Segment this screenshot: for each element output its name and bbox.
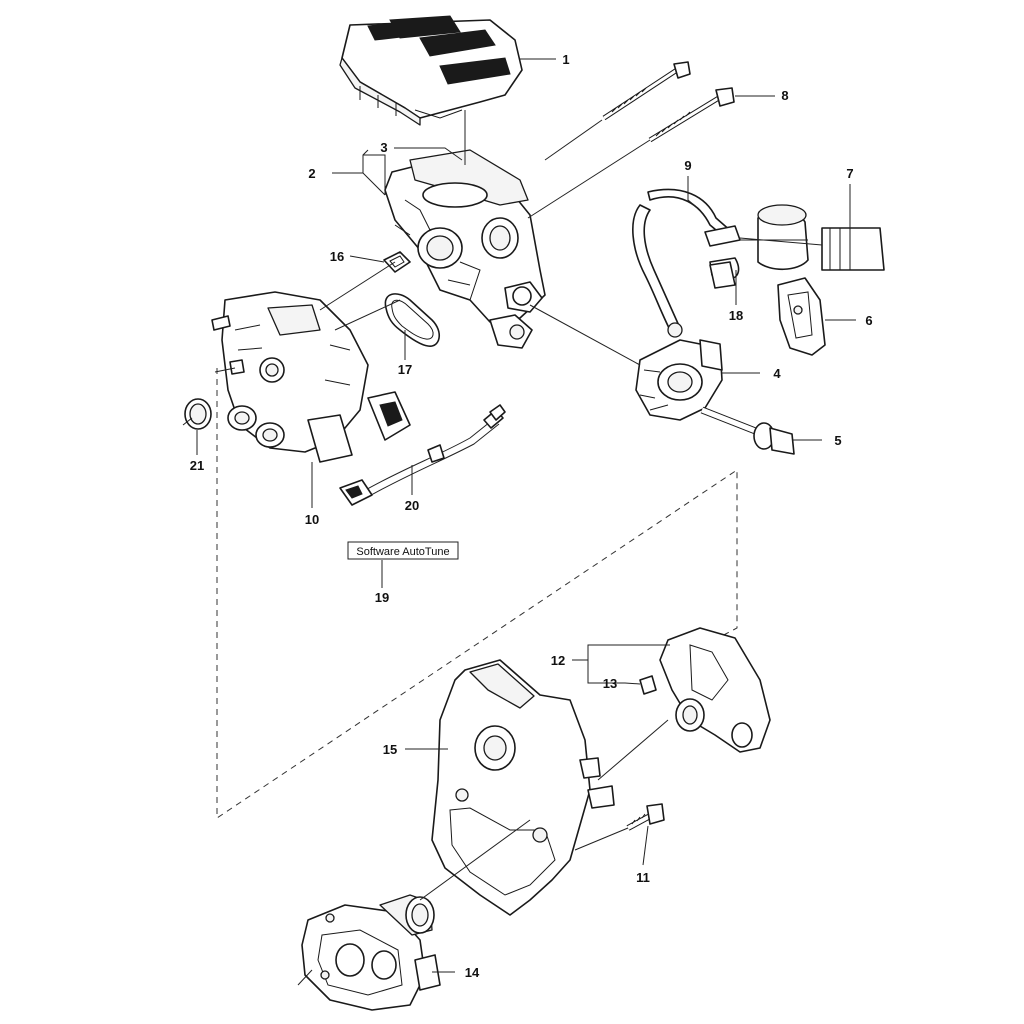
- part-number-labels: 1 2 3 4 5 6 7 8 9 10 11 12 13 14 15 16 1…: [190, 52, 873, 980]
- screw: [626, 803, 665, 831]
- mounting-bracket-assembly: [639, 627, 771, 753]
- part-number-9: 9: [684, 158, 691, 173]
- cover-plate: [431, 659, 615, 916]
- part-number-17: 17: [398, 362, 412, 377]
- part-number-21: 21: [190, 458, 204, 473]
- part-number-4: 4: [773, 366, 781, 381]
- shoulder-bolt: [700, 406, 795, 455]
- leader-lines: [182, 58, 856, 986]
- part-number-11: 11: [636, 870, 650, 885]
- connector: [739, 204, 885, 271]
- part-number-5: 5: [834, 433, 841, 448]
- wire-harness: [339, 404, 506, 506]
- hose-fitting: [709, 261, 736, 289]
- sleeve-ring: [184, 398, 212, 430]
- part-number-7: 7: [846, 166, 853, 181]
- part-number-12: 12: [551, 653, 565, 668]
- o-ring-gasket: [384, 293, 440, 347]
- intake-housing: [384, 149, 546, 349]
- part-number-10: 10: [305, 512, 319, 527]
- part-number-2: 2: [308, 166, 315, 181]
- part-number-15: 15: [383, 742, 397, 757]
- part-number-3: 3: [380, 140, 387, 155]
- part-number-6: 6: [865, 313, 872, 328]
- small-gasket: [383, 251, 411, 273]
- software-note: Software AutoTune: [347, 541, 459, 560]
- carburetor: [211, 291, 411, 463]
- intake-manifold: [301, 894, 441, 1011]
- long-bolts: [602, 61, 735, 143]
- dashed-assembly-guide: [216, 368, 738, 819]
- bracket: [777, 277, 826, 356]
- part-number-13: 13: [603, 676, 617, 691]
- part-number-1: 1: [562, 52, 569, 67]
- air-filter-cover: [339, 15, 523, 126]
- part-number-19: 19: [375, 590, 389, 605]
- software-note-text: Software AutoTune: [356, 546, 449, 558]
- ignition-module: [635, 339, 723, 421]
- part-number-20: 20: [405, 498, 419, 513]
- part-number-8: 8: [781, 88, 788, 103]
- impulse-hose: [632, 188, 741, 338]
- part-number-14: 14: [465, 965, 480, 980]
- part-number-18: 18: [729, 308, 743, 323]
- part-number-16: 16: [330, 249, 344, 264]
